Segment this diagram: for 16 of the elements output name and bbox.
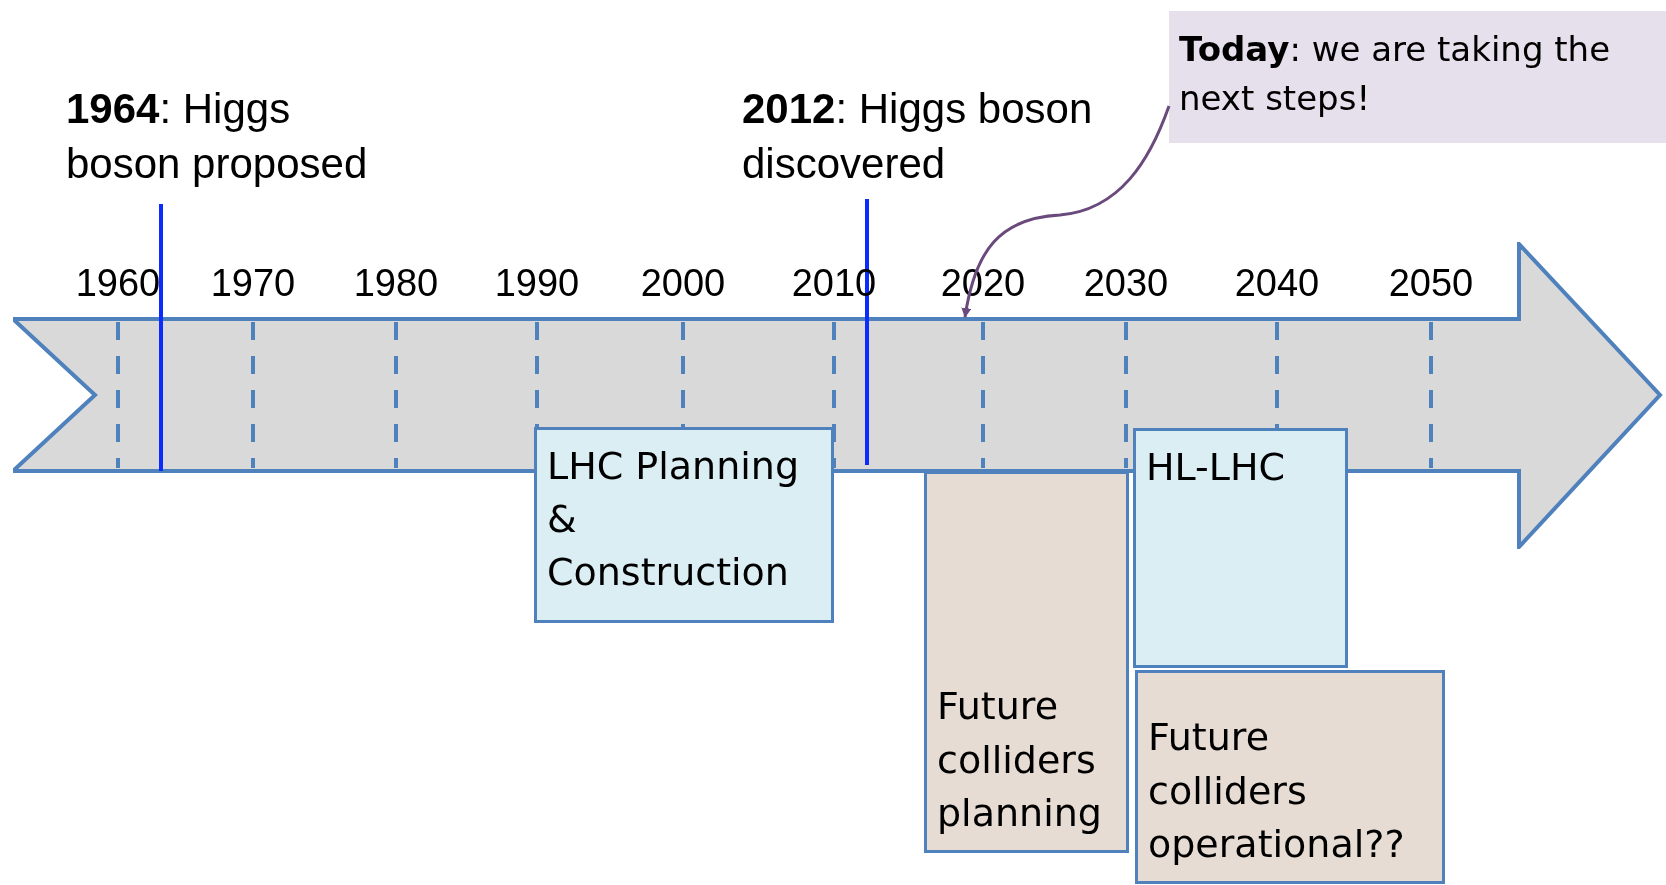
phase-box: LHC Planning & Construction xyxy=(534,427,834,623)
phase-box: Future colliders planning xyxy=(924,471,1129,853)
year-label: 2000 xyxy=(640,262,726,304)
year-label: 1970 xyxy=(210,262,296,304)
arrow xyxy=(961,105,1171,318)
callout-box: Today: we are taking the next steps! xyxy=(1169,11,1666,143)
phase-box: Future colliders operational?? xyxy=(1135,670,1445,884)
year-label: 2040 xyxy=(1234,262,1320,304)
year-label: 1990 xyxy=(494,262,580,304)
year-label: 2030 xyxy=(1083,262,1169,304)
phase-box: HL-LHC xyxy=(1133,428,1348,668)
year-label: 1960 xyxy=(75,262,161,304)
year-label: 2050 xyxy=(1388,262,1474,304)
year-label: 1980 xyxy=(353,262,439,304)
milestone-text: 1964: Higgs boson proposed xyxy=(66,84,369,189)
milestone-text: 2012: Higgs boson discovered xyxy=(742,84,1094,189)
